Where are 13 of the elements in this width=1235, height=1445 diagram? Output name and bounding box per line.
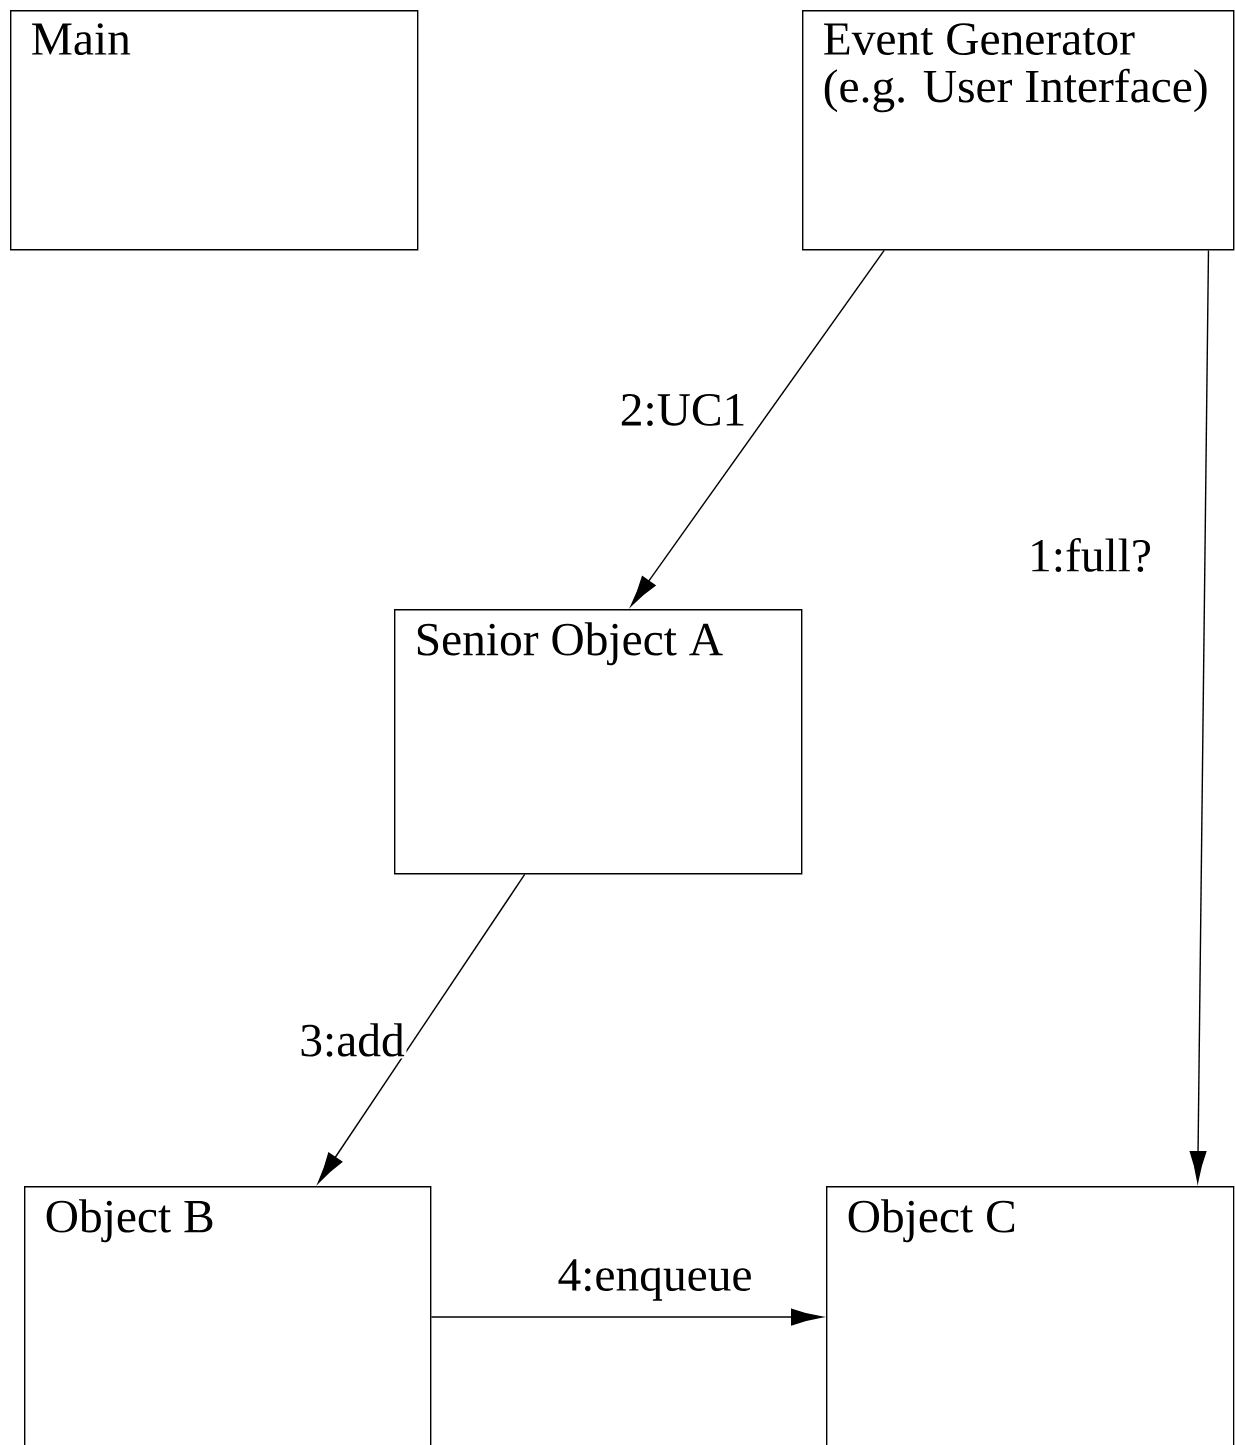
arrow [1189,249,1210,1183]
arrow [630,249,885,607]
object-box: Main [10,10,419,251]
object-box: Event Generator (e.g. User Interface) [802,10,1235,251]
edge-label: 2:UC1 [618,392,749,428]
object-box: Object B [24,1186,432,1445]
arrow [430,1308,823,1326]
edge-label: 1:full? [1026,536,1154,574]
arrow [317,873,526,1184]
edge-label: 4:enqueue [555,1257,755,1303]
object-box: Object C [826,1186,1235,1445]
edge-label: 3:add [297,1021,407,1059]
object-box: Senior Object A [394,609,803,875]
